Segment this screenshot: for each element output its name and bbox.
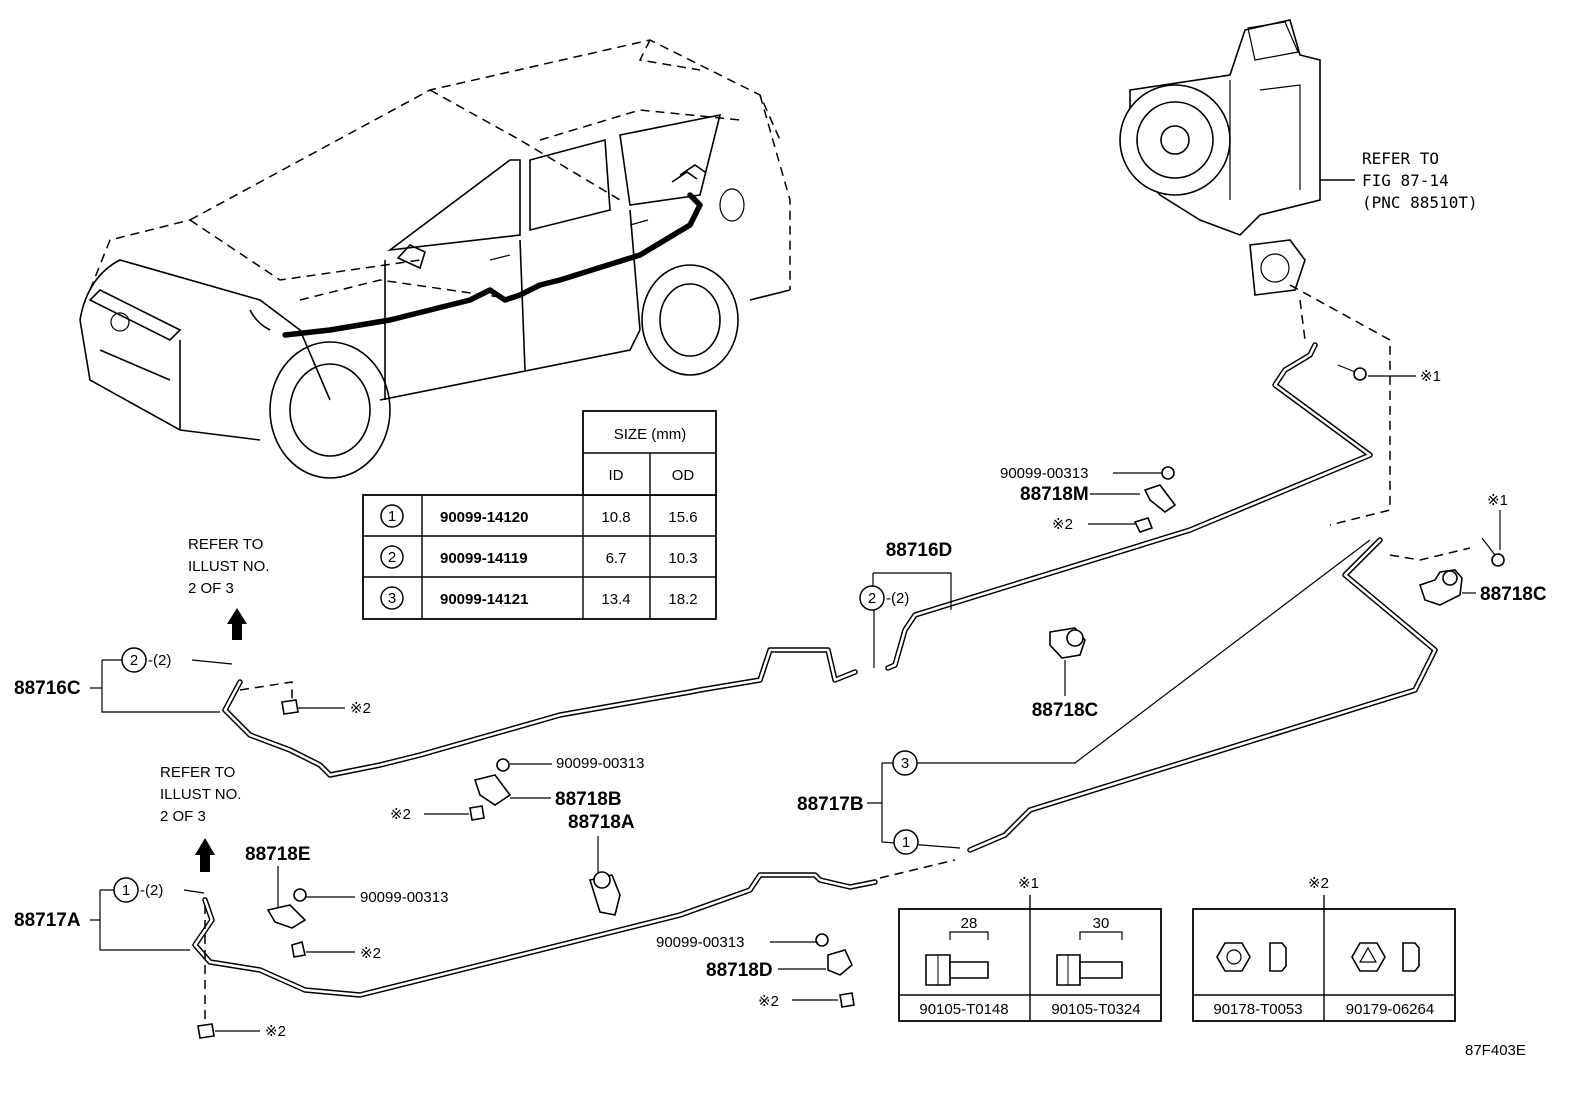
bolt-label-e: 90099-00313 [360,889,448,906]
size-row1-part: 90099-14120 [440,509,528,526]
qty-label: -(2) [886,590,909,607]
size-row2-part: 90099-14119 [440,550,528,567]
refer-upper-line2: ILLUST NO. [188,558,269,575]
fastener-table-note2: ※2 90178-T0053 90179-06264 [1192,875,1456,1022]
callout-88718B: 90099-00313 88718B ※2 [390,755,644,823]
refer-lower-line2: ILLUST NO. [160,786,241,803]
size-header: SIZE (mm) [614,426,687,443]
vehicle-illustration [79,39,791,479]
note2-label: ※2 [758,993,779,1010]
callout-88717B: 88717B 3 1 [797,539,1371,855]
size-row3-key: 3 [388,590,396,607]
size-row2-id: 6.7 [606,550,627,567]
size-col-id: ID [609,467,624,484]
size-row3-od: 18.2 [668,591,697,608]
size-row1-id: 10.8 [601,509,630,526]
note2-label: ※2 [360,945,381,962]
circle-key-1: 1 [902,834,910,851]
clamp-88718C-center [1049,627,1086,659]
table2-marker: ※2 [1308,875,1329,892]
size-row3-id: 13.4 [601,591,630,608]
size-row1-od: 15.6 [668,509,697,526]
arrow-up-icon [195,838,215,872]
bolt2-dim: 30 [1093,915,1110,932]
bolt-label-d: 90099-00313 [656,934,744,951]
refer-heater-line1: REFER TO [1362,149,1439,168]
bolt-label-top: 90099-00313 [1000,465,1088,482]
callout-88716D: 88716D 2 -(2) [859,540,953,668]
refer-note-heater: REFER TO FIG 87-14 (PNC 88510T) [1362,149,1478,212]
note2-label: ※2 [350,700,371,717]
qty-label: -(2) [148,652,171,669]
callout-88718E: 88718E 90099-00313 ※2 [245,844,448,962]
pipe-88717 [192,537,1438,998]
bolt1-dim: 28 [961,915,978,932]
note2-label: ※2 [1052,516,1073,533]
callout-88718D: 90099-00313 88718D ※2 [656,934,838,1010]
label-88717A: 88717A [14,910,81,931]
clamp-88718B [469,758,512,821]
bolt2-part: 90105-T0324 [1051,1001,1140,1018]
table1-marker: ※1 [1018,875,1039,892]
note1-label: ※1 [1420,368,1441,385]
note2-label: ※2 [265,1023,286,1040]
clamp-88718A [588,871,621,916]
callout-88717A: 88717A 1 -(2) ※2 [14,877,286,1040]
clamp-88718D [815,933,855,1008]
bolt1-part: 90105-T0148 [919,1001,1008,1018]
qty-label: -(2) [140,882,163,899]
refer-note-upper-left: REFER TO ILLUST NO. 2 OF 3 [188,536,269,640]
label-88718A: 88718A [568,812,635,833]
pipe-88716 [222,342,1373,778]
note2-label: ※2 [390,806,411,823]
size-row1-key: 1 [388,508,396,525]
nut-upper-left [281,699,299,715]
clamp-88718C-right [1418,569,1463,606]
callout-88716C: 88716C 2 -(2) ※2 [14,647,371,717]
circle-key-3: 3 [901,755,909,772]
label-88718E: 88718E [245,844,311,865]
nut2-part: 90179-06264 [1346,1001,1434,1018]
label-88718C-right: 88718C [1480,584,1547,605]
label-88718C-center: 88718C [1032,700,1099,721]
refer-upper-line1: REFER TO [188,536,263,553]
clamp-88718E [266,888,307,958]
label-88717B: 88717B [797,794,864,815]
callout-88718M: 90099-00313 88718M ※2 [1000,465,1162,533]
fastener-table-note1: ※1 28 90105-T0148 30 90105-T0324 [898,875,1162,1022]
clamp-88718M [1133,466,1177,533]
refer-heater-line3: (PNC 88510T) [1362,193,1478,212]
rear-heater-unit [1119,19,1355,296]
size-row3-part: 90099-14121 [440,591,528,608]
label-88716D: 88716D [886,540,953,561]
arrow-up-icon [227,608,247,640]
size-row2-key: 2 [388,549,396,566]
refer-heater-line2: FIG 87-14 [1362,171,1449,190]
label-88718D: 88718D [706,960,773,981]
label-88716C: 88716C [14,678,81,699]
figure-code: 87F403E [1465,1042,1526,1059]
nut1-part: 90178-T0053 [1213,1001,1302,1018]
nut-bottom-left [197,1023,215,1039]
label-88718M: 88718M [1020,484,1089,505]
size-table: SIZE (mm) ID OD 1 90099-14120 10.8 15.6 … [362,410,717,620]
bolt-label-b: 90099-00313 [556,755,644,772]
circle-key-2: 2 [130,652,138,669]
size-row2-od: 10.3 [668,550,697,567]
bolt-upper-right [1337,364,1505,567]
note1-label: ※1 [1487,492,1508,509]
circle-key-2: 2 [868,590,876,607]
refer-note-lower-left: REFER TO ILLUST NO. 2 OF 3 [160,764,241,872]
refer-upper-line3: 2 OF 3 [188,580,234,597]
label-88718B: 88718B [555,789,622,810]
refer-lower-line3: 2 OF 3 [160,808,206,825]
size-col-od: OD [672,467,695,484]
circle-key-1: 1 [122,882,130,899]
refer-lower-line1: REFER TO [160,764,235,781]
